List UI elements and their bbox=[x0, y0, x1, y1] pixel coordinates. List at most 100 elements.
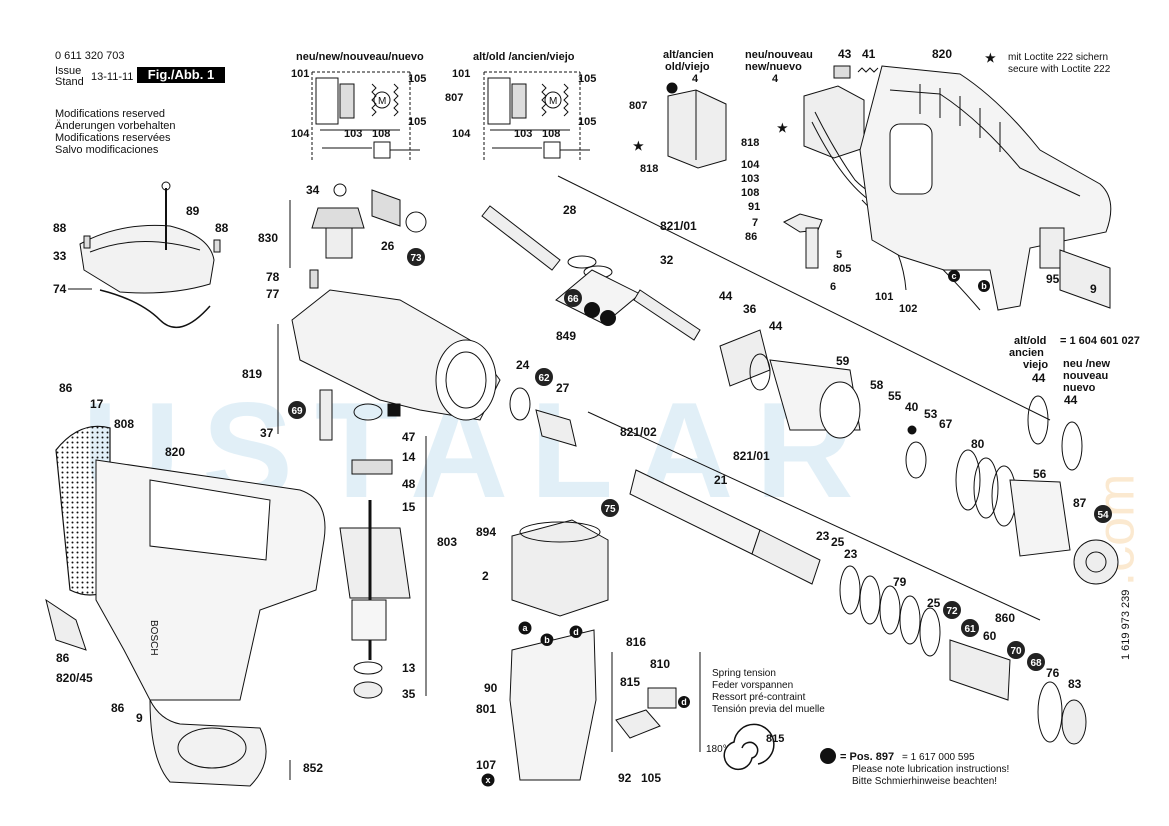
wiring-diagram-old: alt/old /ancien/viejo M 101 807 105 105 … bbox=[445, 51, 596, 160]
svg-text:830: 830 bbox=[258, 231, 278, 245]
modifications-de: Änderungen vorbehalten bbox=[55, 120, 176, 132]
svg-text:60: 60 bbox=[983, 629, 997, 643]
lubrication-dot-1 bbox=[584, 302, 600, 318]
wiring-old-title: alt/old /ancien/viejo bbox=[473, 51, 575, 63]
svg-text:77: 77 bbox=[266, 287, 280, 301]
lubrication-note: = Pos. 897 = 1 617 000 595 Please note l… bbox=[820, 748, 1009, 787]
svg-text:53: 53 bbox=[924, 407, 938, 421]
svg-text:88: 88 bbox=[215, 221, 229, 235]
svg-text:810: 810 bbox=[650, 657, 670, 671]
svg-text:76: 76 bbox=[1046, 666, 1060, 680]
callout-75: 75 bbox=[601, 499, 619, 517]
svg-text:59: 59 bbox=[836, 354, 850, 368]
svg-text:821/02: 821/02 bbox=[620, 425, 657, 439]
svg-text:41: 41 bbox=[862, 47, 876, 61]
svg-text:nuevo: nuevo bbox=[1063, 382, 1096, 394]
svg-text:803: 803 bbox=[437, 535, 457, 549]
svg-text:4: 4 bbox=[772, 73, 779, 85]
svg-text:x: x bbox=[485, 775, 490, 785]
label-105-new-b: 105 bbox=[408, 116, 426, 128]
svg-text:Spring tension: Spring tension bbox=[712, 668, 776, 679]
svg-text:88: 88 bbox=[53, 221, 67, 235]
svg-text:66: 66 bbox=[567, 294, 579, 305]
svg-text:★: ★ bbox=[633, 139, 644, 153]
svg-text:73: 73 bbox=[410, 253, 422, 264]
armature: 47 14 48 15 803 13 35 bbox=[339, 430, 457, 701]
svg-text:34: 34 bbox=[306, 183, 320, 197]
svg-text:72: 72 bbox=[946, 606, 958, 617]
svg-text:860: 860 bbox=[995, 611, 1015, 625]
svg-text:818: 818 bbox=[741, 137, 759, 149]
wiring-new-title: neu/new/nouveau/nuevo bbox=[296, 51, 424, 63]
svg-text:25: 25 bbox=[927, 596, 941, 610]
svg-text:47: 47 bbox=[402, 430, 416, 444]
label-108-old: 108 bbox=[542, 128, 560, 140]
svg-text:102: 102 bbox=[899, 303, 917, 315]
svg-text:75: 75 bbox=[604, 504, 616, 515]
label-104-old: 104 bbox=[452, 128, 471, 140]
svg-text:68: 68 bbox=[1030, 658, 1042, 669]
svg-text:819: 819 bbox=[242, 367, 262, 381]
svg-text:89: 89 bbox=[186, 204, 200, 218]
wiring-diagram-new: neu/new/nouveau/nuevo M 101 105 105 104 … bbox=[291, 51, 426, 160]
svg-text:Tensión previa del muelle: Tensión previa del muelle bbox=[712, 704, 825, 715]
svg-text:78: 78 bbox=[266, 270, 280, 284]
svg-text:alt/ancien: alt/ancien bbox=[663, 49, 714, 61]
main-housing: BOSCH 86 17 808 820 86 820/45 86 9 852 bbox=[45, 381, 326, 787]
svg-text:86: 86 bbox=[111, 701, 125, 715]
svg-text:35: 35 bbox=[402, 687, 416, 701]
svg-text:★: ★ bbox=[777, 121, 788, 135]
svg-text:815: 815 bbox=[766, 733, 784, 745]
svg-text:c: c bbox=[951, 271, 956, 281]
svg-text:48: 48 bbox=[402, 477, 416, 491]
svg-text:13: 13 bbox=[402, 661, 416, 675]
svg-text:108: 108 bbox=[741, 187, 759, 199]
svg-text:neu /new: neu /new bbox=[1063, 358, 1111, 370]
svg-text:36: 36 bbox=[743, 302, 757, 316]
svg-text:4: 4 bbox=[692, 73, 699, 85]
issue-date: 13-11-11 bbox=[91, 71, 134, 83]
svg-text:23: 23 bbox=[816, 529, 830, 543]
svg-text:87: 87 bbox=[1073, 496, 1087, 510]
svg-text:6: 6 bbox=[830, 281, 836, 293]
svg-text:Feder vorspannen: Feder vorspannen bbox=[712, 680, 793, 691]
svg-text:44: 44 bbox=[1032, 371, 1046, 385]
shaft-group-lower: 24 27 821/02 821/01 21 23 25 23 79 25 86… bbox=[509, 358, 1087, 745]
svg-text:★: ★ bbox=[985, 51, 996, 65]
svg-text:79: 79 bbox=[893, 575, 907, 589]
svg-text:alt/old: alt/old bbox=[1014, 335, 1046, 347]
modifications-es: Salvo modificaciones bbox=[55, 144, 159, 156]
svg-text:d: d bbox=[573, 627, 579, 637]
svg-text:5: 5 bbox=[836, 249, 842, 261]
svg-text:27: 27 bbox=[556, 381, 570, 395]
svg-text:d: d bbox=[681, 697, 687, 707]
svg-text:33: 33 bbox=[53, 249, 67, 263]
svg-text:820/45: 820/45 bbox=[56, 671, 93, 685]
callout-54: 54 bbox=[1094, 505, 1112, 523]
svg-text:107: 107 bbox=[476, 758, 496, 772]
svg-text:69: 69 bbox=[291, 406, 303, 417]
modifications-en: Modifications reserved bbox=[55, 108, 166, 120]
stator-assembly: 894 2 90 801 107 816 810 815 92 105 bbox=[476, 519, 701, 787]
svg-text:86: 86 bbox=[59, 381, 73, 395]
svg-text:849: 849 bbox=[556, 329, 576, 343]
svg-text:821/01: 821/01 bbox=[660, 219, 697, 233]
svg-text:61: 61 bbox=[964, 624, 976, 635]
svg-text:14: 14 bbox=[402, 450, 416, 464]
svg-text:820: 820 bbox=[932, 47, 952, 61]
svg-text:b: b bbox=[544, 635, 550, 645]
svg-text:815: 815 bbox=[620, 675, 640, 689]
svg-text:808: 808 bbox=[114, 417, 134, 431]
svg-text:15: 15 bbox=[402, 500, 416, 514]
svg-text:86: 86 bbox=[745, 231, 757, 243]
callout-69: 69 bbox=[288, 401, 306, 419]
svg-text:90: 90 bbox=[484, 681, 498, 695]
svg-text:86: 86 bbox=[56, 651, 70, 665]
svg-text:M: M bbox=[549, 96, 557, 107]
svg-text:= 1 617 000 595: = 1 617 000 595 bbox=[902, 752, 975, 763]
svg-text:9: 9 bbox=[1090, 282, 1097, 296]
svg-text:40: 40 bbox=[905, 400, 919, 414]
svg-text:104: 104 bbox=[741, 159, 760, 171]
